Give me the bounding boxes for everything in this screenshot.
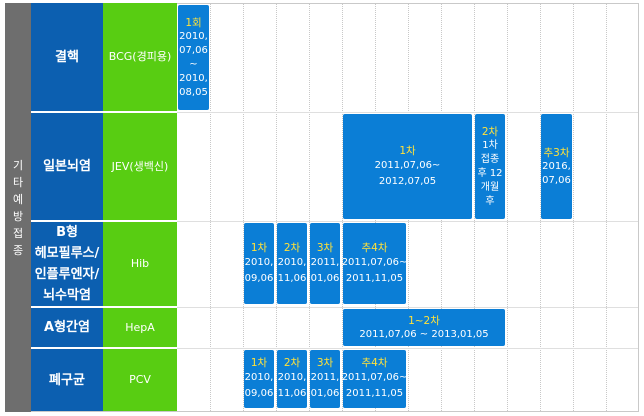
dose-date: 2011, 01,06 [310, 372, 340, 399]
schedule-block: 2차 2010, 11,06 [277, 223, 307, 304]
schedule-block: 2차 2010, 11,06 [277, 350, 307, 408]
grid-line [507, 4, 508, 411]
dose-date: 2016, 07,06 [542, 160, 571, 186]
grid-line [573, 4, 574, 411]
dose-date: 2011,07,06~ 2011,11,05 [343, 372, 406, 399]
category-char: 예 [12, 192, 24, 206]
disease-cell-hib: B형 헤모필루스/ 인플루엔자/ 뇌수막염 [31, 222, 103, 306]
disease-cell-je: 일본뇌염 [31, 113, 103, 220]
schedule-block: 1차 2011,07,06~ 2012,07,05 [343, 114, 472, 219]
dose-label: 3차 [316, 241, 334, 254]
grid-line [243, 4, 244, 411]
dose-date: 2010, 09,06 [244, 372, 274, 399]
row-separator [177, 112, 638, 113]
vaccine-cell-bcg: BCG(경피용) [103, 3, 177, 111]
vaccine-cell-hepa: HepA [103, 308, 177, 347]
schedule-block: 1차 2010, 09,06 [244, 350, 274, 408]
dose-date: 2010, 11,06 [277, 256, 307, 284]
category-char: 타 [12, 175, 24, 189]
dose-label: 1차 [250, 357, 268, 369]
disease-cell-pcv: 폐구균 [31, 349, 103, 411]
dose-label: 1~2차 [408, 314, 440, 327]
dose-label: 3차 [316, 357, 334, 369]
dose-label: 추4차 [361, 241, 388, 254]
grid-line [540, 4, 541, 411]
grid-line [342, 4, 343, 411]
row-separator [177, 307, 638, 308]
grid-line [309, 4, 310, 411]
dose-label: 추3차 [543, 146, 570, 159]
dose-date: 2011,07,06~ 2012,07,05 [374, 159, 441, 187]
grid-line [474, 4, 475, 411]
vaccine-cell-hib: Hib [103, 222, 177, 306]
category-char: 종 [12, 243, 24, 257]
dose-label: 1차 [250, 241, 268, 254]
dose-date: 2011,07,06 ~ 2013,01,05 [359, 328, 489, 340]
dose-label: 2차 [283, 241, 301, 254]
dose-date: 2010, 07,06 ~ 2010, 08,05 [179, 30, 208, 98]
grid-line [276, 4, 277, 411]
category-char: 접 [12, 226, 24, 240]
schedule-block: 3차 2011, 01,06 [310, 223, 340, 304]
schedule-block: 추3차 2016, 07,06 [541, 114, 572, 219]
schedule-block: 추4차 2011,07,06~ 2011,11,05 [343, 350, 406, 408]
dose-label: 1차 [399, 144, 416, 157]
vaccine-cell-pcv: PCV [103, 349, 177, 411]
schedule-block: 추4차 2011,07,06~ 2011,11,05 [343, 223, 406, 304]
disease-cell-hepa: A형간염 [31, 308, 103, 347]
grid-line [210, 4, 211, 411]
dose-label: 1회 [185, 16, 202, 29]
dose-label: 2차 [481, 125, 499, 138]
schedule-block: 1회 2010, 07,06 ~ 2010, 08,05 [178, 5, 209, 110]
disease-cell-tb: 결핵 [31, 3, 103, 111]
dose-date: 2010, 11,06 [277, 372, 307, 399]
vaccine-cell-jev: JEV(생백신) [103, 113, 177, 220]
schedule-block: 1~2차 2011,07,06 ~ 2013,01,05 [343, 309, 505, 346]
dose-date: 2011, 01,06 [310, 256, 340, 284]
row-separator [177, 221, 638, 222]
schedule-block: 2차 1차 접종 후 12 개월 후 [475, 114, 505, 219]
row-separator [177, 348, 638, 349]
dose-date: 1차 접종 후 12 개월 후 [477, 139, 503, 207]
category-char: 방 [12, 209, 24, 223]
dose-label: 추4차 [361, 357, 388, 369]
grid-line [606, 4, 607, 411]
schedule-block: 3차 2011, 01,06 [310, 350, 340, 408]
dose-date: 2010, 09,06 [244, 256, 274, 284]
dose-date: 2011,07,06~ 2011,11,05 [343, 256, 406, 284]
category-char: 기 [12, 158, 24, 172]
schedule-block: 1차 2010, 09,06 [244, 223, 274, 304]
dose-label: 2차 [283, 357, 301, 369]
